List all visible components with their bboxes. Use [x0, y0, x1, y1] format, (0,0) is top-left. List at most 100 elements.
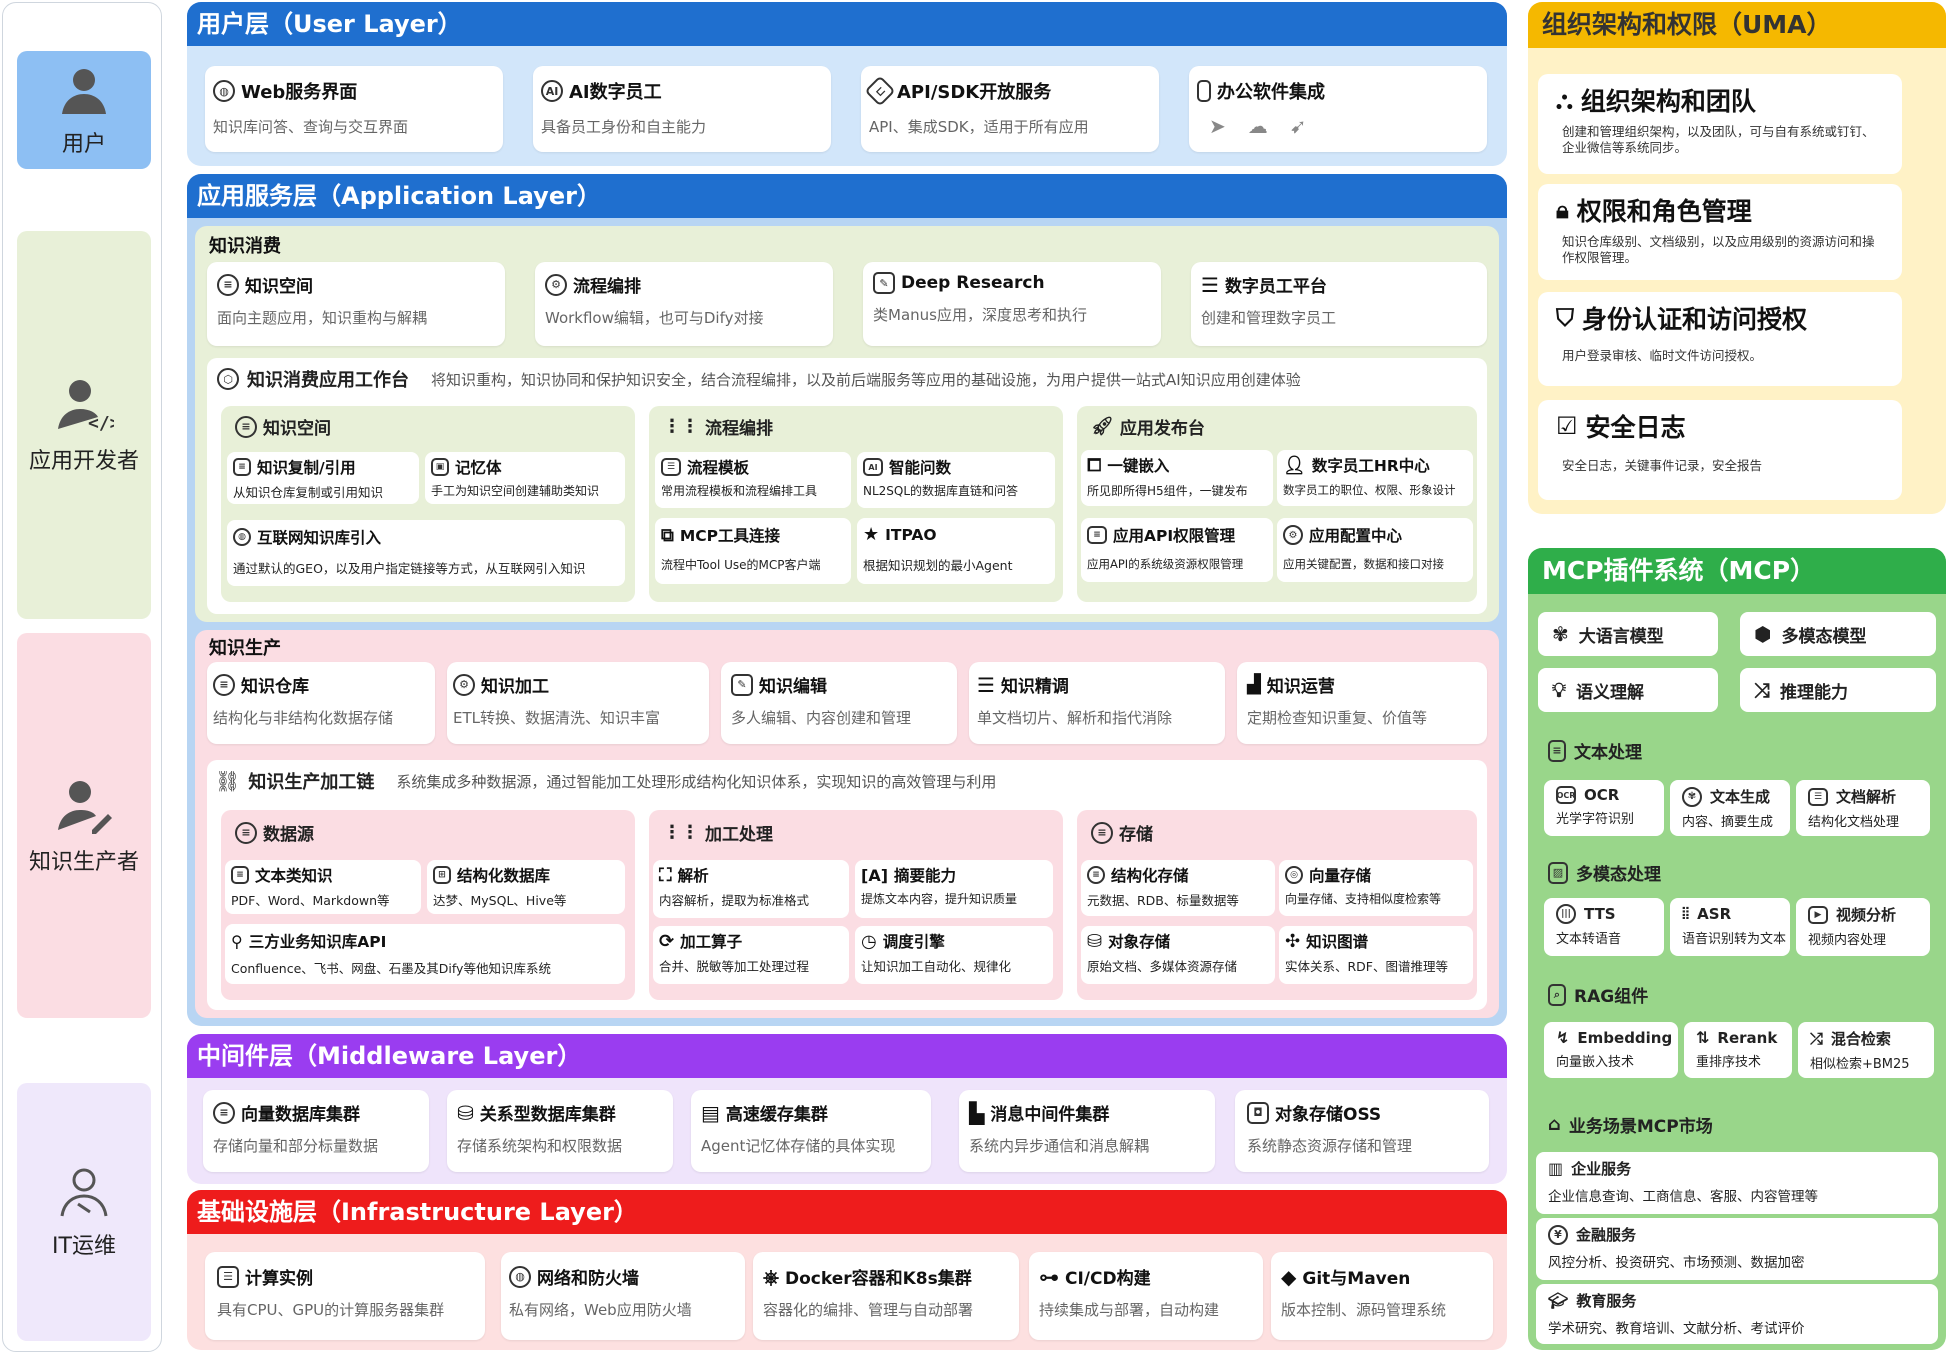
- card-title: 流程编排: [573, 277, 641, 297]
- mini-title: 加工算子: [680, 933, 743, 951]
- role-user[interactable]: 用户: [17, 51, 151, 169]
- card-title: CI/CD构建: [1065, 1269, 1151, 1289]
- infra-card-k8s[interactable]: ⎈Docker容器和K8s集群容器化的编排、管理与自动部署: [753, 1252, 1019, 1340]
- mcp-market-education[interactable]: 🎓︎教育服务学术研究、教育培训、文献分析、考试评价: [1536, 1284, 1938, 1344]
- consume-card-flow[interactable]: ⚙流程编排 Workflow编辑，也可与Dify对接: [535, 262, 833, 346]
- wecom-icon[interactable]: ☁: [1247, 114, 1268, 138]
- feishu-icon[interactable]: ➹: [1289, 114, 1307, 138]
- mini-card[interactable]: ⊞结构化数据库达梦、MySQL、Hive等: [427, 860, 625, 914]
- mini-card[interactable]: ☰流程模板常用流程模板和流程编排工具: [655, 452, 851, 508]
- mw-card-vector[interactable]: ≡向量数据库集群存储向量和部分标量数据: [203, 1090, 429, 1172]
- group-title: 存储: [1119, 825, 1153, 845]
- mini-card[interactable]: ⧠一键嵌入所见即所得H5组件，一键发布: [1081, 450, 1273, 506]
- group-storage: ≡存储 ≡结构化存储元数据、RDB、标量数据等 ◎向量存储向量存储、支持相似度检…: [1077, 810, 1477, 1000]
- uma-card-org[interactable]: ⛬组织架构和团队 创建和管理组织架构，以及团队，可与自有系统或钉钉、企业微信等系…: [1538, 74, 1902, 174]
- mini-desc: 所见即所得H5组件，一键发布: [1087, 484, 1248, 498]
- database-icon: ≡: [213, 1101, 235, 1124]
- mini-card[interactable]: ⟳加工算子合并、脱敏等加工处理过程: [653, 926, 849, 984]
- mini-card[interactable]: ≡知识复制/引用从知识仓库复制或引用知识: [227, 452, 419, 504]
- roles-panel: 用户 </> 应用开发者 知识生产者 IT运维: [2, 2, 162, 1352]
- mcp-docparse[interactable]: ☰文档解析结构化文档处理: [1796, 780, 1930, 836]
- card-web-ui[interactable]: ◍Web服务界面 知识库问答、查询与交互界面: [205, 66, 503, 152]
- mini-card[interactable]: ⛶解析内容解析，提取为标准格式: [653, 860, 849, 918]
- produce-card-edit[interactable]: ✎知识编辑多人编辑、内容创建和管理: [721, 662, 957, 744]
- mcp-market-finance[interactable]: ¥金融服务风控分析、投资研究、市场预测、数据加密: [1536, 1218, 1938, 1280]
- mini-card[interactable]: ⧉MCP工具连接流程中Tool Use的MCP客户端: [655, 518, 851, 584]
- mcp-textgen[interactable]: ✾文本生成内容、摘要生成: [1670, 780, 1790, 836]
- sub-title: 业务场景MCP市场: [1568, 1117, 1713, 1137]
- mini-card[interactable]: 👤︎数字员工HR中心数字员工的职位、权限、形象设计: [1277, 450, 1473, 506]
- mcp-market-enterprise[interactable]: ▥企业服务企业信息查询、工商信息、客服、内容管理等: [1536, 1152, 1938, 1214]
- infra-card-cicd[interactable]: ⊶CI/CD构建持续集成与部署，自动构建: [1029, 1252, 1263, 1340]
- mini-card[interactable]: ≡结构化存储元数据、RDB、标量数据等: [1081, 860, 1275, 916]
- mini-card[interactable]: ⛁对象存储原始文档、多媒体资源存储: [1081, 926, 1275, 984]
- group-publish: 🚀︎应用发布台 ⧠一键嵌入所见即所得H5组件，一键发布 👤︎数字员工HR中心数字…: [1077, 406, 1477, 602]
- role-itops[interactable]: IT运维: [17, 1083, 151, 1341]
- mini-card[interactable]: ▣记忆体手工为知识空间创建辅助类知识: [425, 452, 625, 504]
- uma-card-log[interactable]: ☑安全日志 安全日志，关键事件记录，安全报告: [1538, 400, 1902, 500]
- sm-title: OCR: [1584, 786, 1620, 804]
- mini-desc: 从知识仓库复制或引用知识: [233, 485, 384, 500]
- dingtalk-icon[interactable]: ➤: [1209, 114, 1226, 138]
- mcp-hybrid[interactable]: ⤮混合检索相似检索+BM25: [1798, 1022, 1934, 1078]
- produce-card-ops[interactable]: ▟知识运营定期检查知识重复、价值等: [1237, 662, 1487, 744]
- infra-card-compute[interactable]: ☰计算实例具有CPU、GPU的计算服务器集群: [205, 1252, 485, 1340]
- application-layer: 应用服务层（Application Layer） 知识消费 ≡知识空间 面向主题…: [187, 174, 1507, 1026]
- mk-desc: 企业信息查询、工商信息、客服、内容管理等: [1548, 1189, 1818, 1205]
- consume-card-digital[interactable]: ☰数字员工平台 创建和管理数字员工: [1191, 262, 1487, 346]
- produce-card-warehouse[interactable]: ≡知识仓库结构化与非结构化数据存储: [207, 662, 435, 744]
- mini-desc: 合并、脱敏等加工处理过程: [659, 959, 810, 974]
- mini-card[interactable]: ◍互联网知识库引入通过默认的GEO，以及用户指定链接等方式，从互联网引入知识: [227, 520, 625, 586]
- consume-card-space[interactable]: ≡知识空间 面向主题应用，知识重构与解耦: [207, 262, 505, 346]
- uma-card-perm[interactable]: 🔒︎权限和角色管理 知识仓库级别、文档级别，以及应用级别的资源访问和操作权限管理…: [1538, 184, 1902, 280]
- mk-title: 企业服务: [1571, 1160, 1632, 1178]
- card-title: 对象存储OSS: [1275, 1105, 1382, 1125]
- uma-card-auth[interactable]: ⛉身份认证和访问授权 用户登录审核、临时文件访问授权。: [1538, 292, 1902, 386]
- card-api-sdk[interactable]: ⊏API/SDK开放服务 API、集成SDK，适用于所有应用: [861, 66, 1159, 152]
- openai-icon: ✾: [1552, 622, 1569, 646]
- card-office[interactable]: 办公软件集成 ➤ ☁ ➹: [1189, 66, 1487, 152]
- mcp-llm[interactable]: ✾大语言模型: [1538, 612, 1718, 656]
- produce-card-tune[interactable]: ☰知识精调单文档切片、解析和指代消除: [969, 662, 1225, 744]
- mini-card[interactable]: ◎向量存储向量存储、支持相似度检索等: [1279, 860, 1473, 916]
- mw-card-rdb[interactable]: ⛁关系型数据库集群存储系统架构和权限数据: [447, 1090, 673, 1172]
- role-label: 知识生产者: [28, 849, 139, 875]
- mini-card[interactable]: ≡应用API权限管理应用API的系统级资源权限管理: [1081, 518, 1273, 582]
- sm-desc: 文本转语音: [1556, 932, 1622, 947]
- card-desc: 具有CPU、GPU的计算服务器集群: [217, 1301, 445, 1319]
- role-producer[interactable]: 知识生产者: [17, 633, 151, 1018]
- mcp-reasoning[interactable]: ⤨推理能力: [1740, 668, 1936, 712]
- group-title: 应用发布台: [1119, 419, 1205, 439]
- mini-card[interactable]: ◷调度引擎让知识加工自动化、规律化: [855, 926, 1053, 984]
- mini-card[interactable]: ✣知识图谱实体关系、RDF、图谱推理等: [1279, 926, 1473, 984]
- mw-card-mq[interactable]: ▙消息中间件集群系统内异步通信和消息解耦: [959, 1090, 1215, 1172]
- reasoning-icon: ⤨: [1754, 678, 1770, 702]
- mini-card[interactable]: [A]摘要能力提炼文本内容，提升知识质量: [855, 860, 1053, 918]
- role-appdev[interactable]: </> 应用开发者: [17, 231, 151, 619]
- mcp-market-title: ⌂业务场景MCP市场: [1548, 1112, 1713, 1137]
- uma-title: 组织架构和权限（UMA）: [1528, 2, 1946, 48]
- consume-card-research[interactable]: ✎Deep Research 类Manus应用，深度思考和执行: [863, 262, 1161, 346]
- mcp-multimodal[interactable]: ⬢多模态模型: [1740, 612, 1936, 656]
- sm-title: Rerank: [1717, 1028, 1778, 1047]
- infra-card-network[interactable]: ◍网络和防火墙私有网络，Web应用防火墙: [501, 1252, 745, 1340]
- card-title: Git与Maven: [1302, 1269, 1411, 1289]
- edit-icon: ✎: [873, 272, 895, 294]
- mcp-semantic[interactable]: 💡︎语义理解: [1538, 668, 1718, 712]
- mcp-video[interactable]: ▶视频分析视频内容处理: [1796, 898, 1930, 956]
- mini-card[interactable]: ⚙应用配置中心应用关键配置，数据和接口对接: [1277, 518, 1473, 582]
